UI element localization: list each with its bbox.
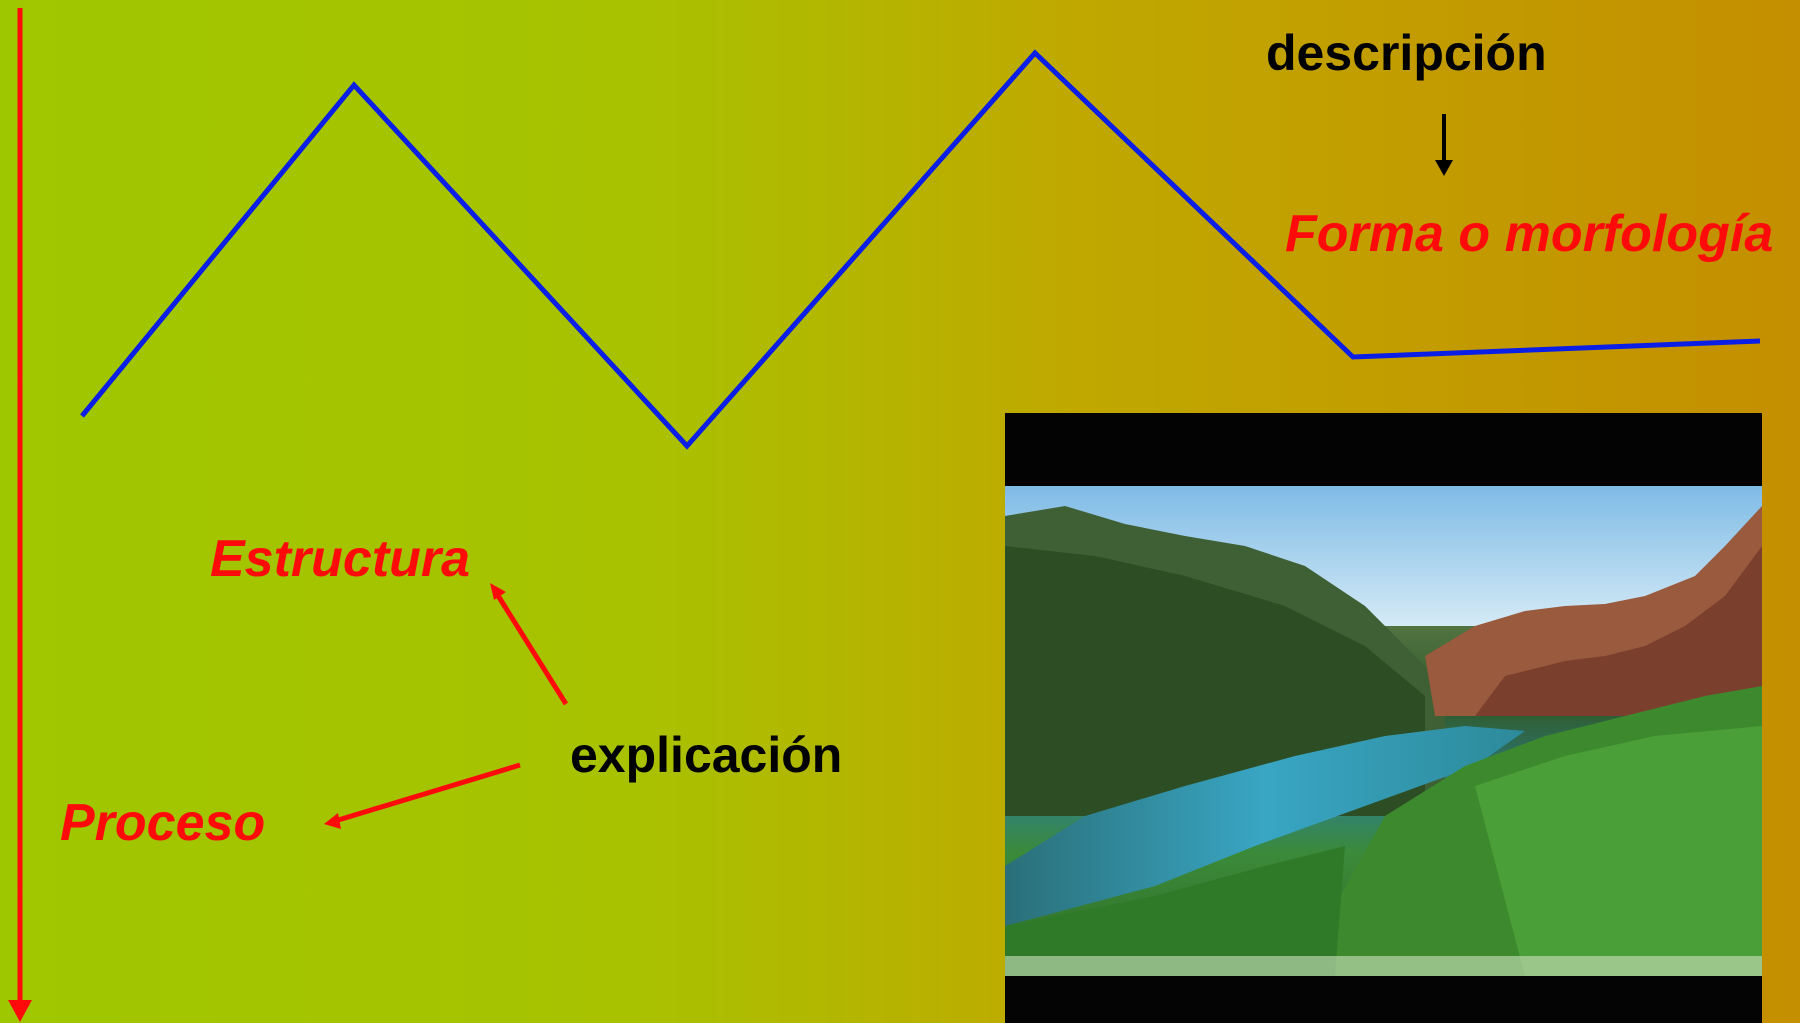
proceso-arrowhead (324, 813, 341, 829)
estructura-arrowhead (490, 583, 506, 600)
descripcion-arrowhead (1435, 160, 1453, 176)
estructura-arrow (494, 592, 569, 706)
descripcion-label: descripción (1266, 25, 1547, 81)
estructura-label: Estructura (210, 530, 471, 588)
landscape-profile-line (80, 49, 1761, 450)
landscape-photo-icon (1005, 486, 1762, 976)
forma-morfologia-label: Forma o morfología (1285, 205, 1774, 263)
landscape-illustration (1005, 486, 1762, 976)
photo-bottom-bar (1005, 976, 1762, 1023)
proceso-label: Proceso (60, 794, 266, 852)
explicacion-label: explicación (570, 727, 843, 783)
vertical-red-arrowhead (8, 1000, 32, 1022)
proceso-arrow (334, 762, 521, 824)
landscape-photo (1005, 413, 1762, 1023)
